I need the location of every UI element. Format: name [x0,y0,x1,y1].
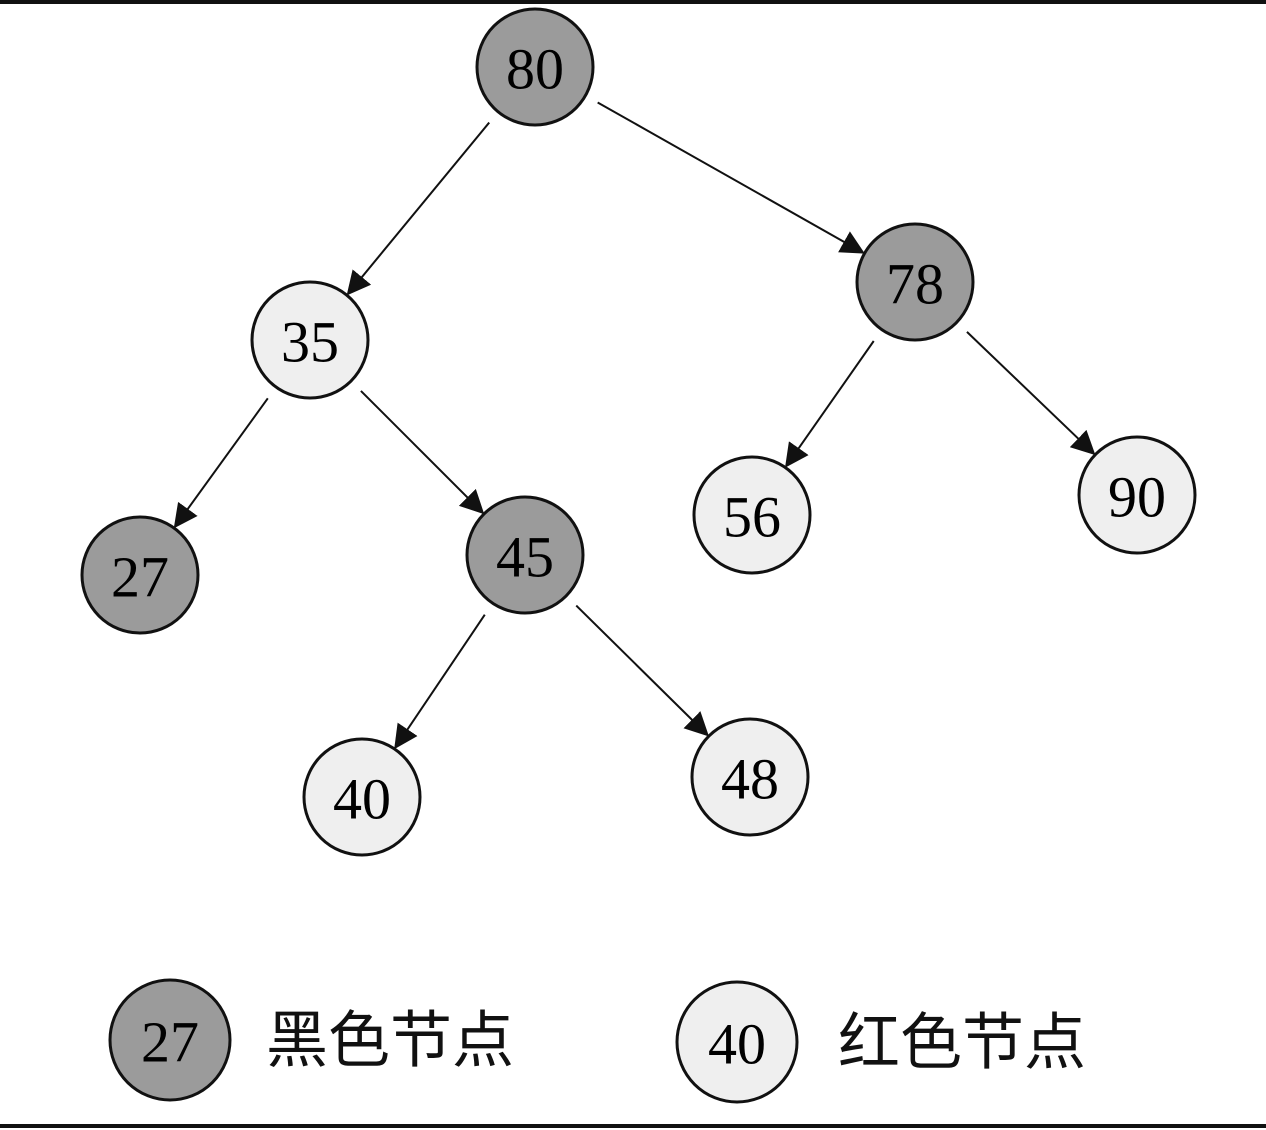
node-circle-red [692,455,812,575]
tree-node-56: 56 [692,455,812,575]
node-label: 56 [723,485,781,550]
node-label: 78 [886,252,944,317]
node-circle-black [855,222,975,342]
legend-black-node-icon [108,978,232,1102]
tree-node-35: 35 [250,280,370,400]
node-label: 35 [281,310,339,375]
node-circle-black [80,515,200,635]
edge-45-to-40 [394,614,486,750]
legend-black-label: 黑色节点 [266,1004,514,1077]
node-label: 80 [506,37,564,102]
edges-layer [173,101,1096,750]
edge-45-to-48 [575,604,709,737]
node-circle-black [465,495,585,615]
legend-black-sample: 27 [141,1010,199,1075]
edge-35-to-45 [360,390,485,515]
legend-red-node-icon [675,980,799,1104]
nodes-layer: 80 35 78 27 45 56 90 40 48 [80,7,1197,857]
legend-red-item: 40 红色节点 [675,980,1086,1104]
tree-node-48: 48 [690,717,810,837]
node-circle-red [690,717,810,837]
legend-red-label: 红色节点 [838,1006,1086,1079]
edge-78-to-56 [785,340,875,468]
edge-78-to-90 [966,331,1096,456]
node-label: 40 [333,767,391,832]
tree-node-80: 80 [475,7,595,127]
node-circle-red [1077,435,1197,555]
edge-35-to-27 [173,397,269,529]
legend-black-item: 27 黑色节点 [108,978,514,1102]
legend: 27 黑色节点 40 红色节点 [108,978,1086,1104]
edge-80-to-78 [597,101,865,254]
tree-node-27: 27 [80,515,200,635]
tree-node-40: 40 [302,737,422,857]
node-label: 48 [721,747,779,812]
node-label: 90 [1108,465,1166,530]
tree-node-78: 78 [855,222,975,342]
bottom-border [0,1124,1266,1128]
tree-node-45: 45 [465,495,585,615]
edge-80-to-35 [346,121,490,296]
legend-red-sample: 40 [708,1012,766,1077]
top-border [0,0,1266,4]
tree-node-90: 90 [1077,435,1197,555]
node-label: 27 [111,545,169,610]
node-circle-black [475,7,595,127]
node-circle-red [302,737,422,857]
node-label: 45 [496,525,554,590]
node-circle-red [250,280,370,400]
